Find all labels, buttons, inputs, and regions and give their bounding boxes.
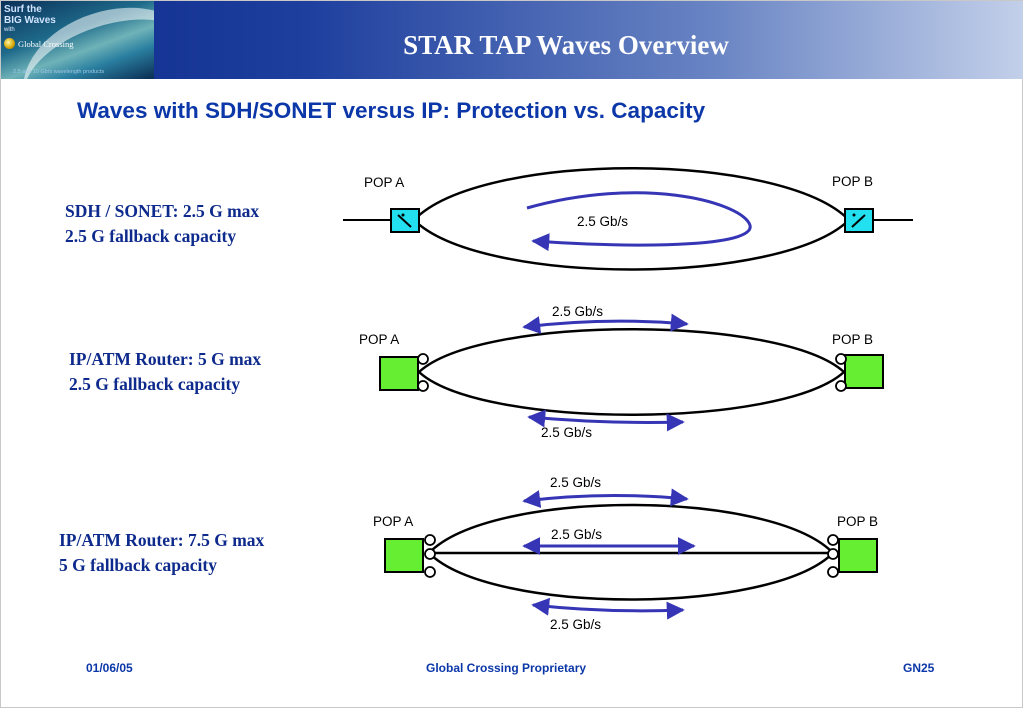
- header-band: [1, 1, 1023, 79]
- scenario-3-port-b1: [827, 534, 839, 546]
- scenario-2-pop-b-label: POP B: [832, 332, 873, 347]
- scenario-1-description: SDH / SONET: 2.5 G max 2.5 G fallback ca…: [65, 199, 259, 249]
- scenario-1-pop-a-label: POP A: [364, 175, 404, 190]
- scenario-3-upper-arrow: [522, 488, 689, 508]
- scenario-1-pop-b-label: POP B: [832, 174, 873, 189]
- scenario-1-ring: [412, 167, 851, 271]
- scenario-3-lower-rate-label: 2.5 Gb/s: [550, 617, 601, 632]
- scenario-3-router-b: [838, 538, 878, 573]
- scenario-3-line-1: IP/ATM Router: 7.5 G max: [59, 530, 265, 550]
- scenario-1-sdh-node-b: [844, 208, 874, 233]
- logo-line-1: Surf the: [4, 4, 42, 15]
- scenario-3-port-a2: [424, 548, 436, 560]
- scenario-2-ring: [417, 328, 846, 416]
- scenario-2-port-b1: [835, 353, 847, 365]
- scenario-3-pop-b-label: POP B: [837, 514, 878, 529]
- scenario-3-middle-rate-label: 2.5 Gb/s: [551, 527, 602, 542]
- scenario-1-sdh-node-a: [390, 208, 420, 233]
- scenario-3-upper-rate-label: 2.5 Gb/s: [550, 475, 601, 490]
- scenario-2-upper-rate-label: 2.5 Gb/s: [552, 304, 603, 319]
- scenario-3-lower-arrow: [531, 597, 685, 620]
- scenario-2-line-2: 2.5 G fallback capacity: [69, 374, 241, 394]
- logo-line-2: BIG Waves: [4, 15, 56, 26]
- scenario-3-line-2: 5 G fallback capacity: [59, 555, 217, 575]
- scenario-2-port-a1: [417, 353, 429, 365]
- scenario-2-lower-rate-label: 2.5 Gb/s: [541, 425, 592, 440]
- slide-subtitle: Waves with SDH/SONET versus IP: Protecti…: [77, 98, 706, 123]
- footer-date: 01/06/05: [86, 661, 133, 675]
- scenario-2-diagram: POP A POP B 2.5 Gb/s 2.5 Gb/s: [359, 304, 884, 440]
- scenario-2-upper-arrow: [522, 313, 689, 334]
- scenario-1-rate-label: 2.5 Gb/s: [577, 214, 628, 229]
- scenario-2-line-1: IP/ATM Router: 5 G max: [69, 349, 262, 369]
- scenario-3-pop-a-label: POP A: [373, 514, 413, 529]
- logo-tagline: 2.5 and 10 Gb/s wavelength products: [13, 69, 105, 75]
- logo-brand: Global Crossing: [18, 39, 74, 49]
- scenario-3-port-a3: [424, 566, 436, 578]
- footer-proprietary: Global Crossing Proprietary: [426, 661, 587, 675]
- scenario-1-line-1: SDH / SONET: 2.5 G max: [65, 201, 260, 221]
- scenario-3-router-a: [384, 538, 424, 573]
- scenario-3-port-b3: [827, 566, 839, 578]
- scenario-3-port-b2: [827, 548, 839, 560]
- scenario-3-diagram: POP A POP B 2.5 Gb/s 2.5 Gb/s 2.5 Gb/s: [373, 475, 878, 632]
- scenario-2-pop-a-label: POP A: [359, 332, 399, 347]
- surf-the-big-waves-logo: Surf the BIG Waves with Global Crossing …: [1, 1, 154, 79]
- footer-page-number: GN25: [903, 661, 935, 675]
- scenario-1-diagram: POP A POP B 2.5 Gb/s: [343, 167, 913, 271]
- scenario-2-port-a2: [417, 380, 429, 392]
- logo-line-3: with: [4, 27, 15, 33]
- scenario-2-lower-arrow: [527, 409, 685, 432]
- scenario-3-port-a1: [424, 534, 436, 546]
- scenario-2-description: IP/ATM Router: 5 G max 2.5 G fallback ca…: [69, 347, 261, 397]
- scenario-2-router-a: [379, 356, 419, 391]
- scenario-2-router-b: [844, 354, 884, 389]
- scenario-3-description: IP/ATM Router: 7.5 G max 5 G fallback ca…: [59, 528, 264, 578]
- scenario-2-port-b2: [835, 380, 847, 392]
- scenario-1-protection-arrow: [526, 191, 752, 252]
- scenario-1-line-2: 2.5 G fallback capacity: [65, 226, 237, 246]
- globe-icon: [4, 38, 15, 49]
- slide-title: STAR TAP Waves Overview: [403, 30, 729, 60]
